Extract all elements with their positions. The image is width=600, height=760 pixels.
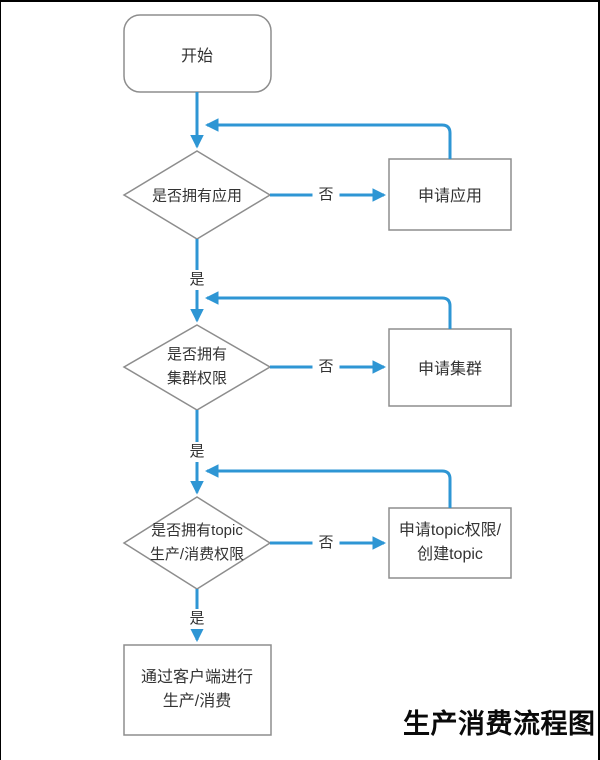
process2-label: 申请集群 [417, 361, 483, 378]
diagram-title: 生产消费流程图 [403, 709, 596, 739]
terminal-label: 通过客户端进行 生产/消费 [141, 666, 253, 714]
edge-label-yes-1: 是 [183, 270, 211, 290]
decision2-label: 是否拥有 集群权限 [167, 343, 227, 391]
terminal-shape [123, 644, 272, 736]
edge-process2-return [204, 291, 452, 329]
process1-label: 申请应用 [417, 188, 483, 205]
process3-label-line1: 申请topic权限/ [398, 522, 502, 539]
edge-process1-return [204, 118, 452, 159]
decision3-label-line2: 生产/消费权限 [149, 546, 245, 563]
decision1-label: 是否拥有应用 [151, 187, 243, 205]
process1-shape [388, 158, 512, 231]
decision2-label-line1: 是否拥有 [166, 346, 228, 363]
start-node-label: 开始 [180, 48, 214, 65]
process3-label-line2: 创建topic [417, 546, 483, 563]
edge-label-no-1: 否 [312, 185, 340, 205]
edge-label-no-2: 否 [312, 357, 340, 377]
decision3-label-line1: 是否拥有topic [151, 522, 243, 539]
process2-shape [388, 328, 512, 407]
edge-process3-return [204, 464, 452, 508]
edge-label-yes-3: 是 [183, 609, 211, 629]
edge-label-yes-2: 是 [183, 442, 211, 462]
decision3-label: 是否拥有topic 生产/消费权限 [150, 519, 244, 567]
terminal-label-line1: 通过客户端进行 [140, 669, 254, 686]
terminal-label-line2: 生产/消费 [162, 693, 232, 710]
edge-label-no-3: 否 [312, 533, 340, 553]
process3-label: 申请topic权限/ 创建topic [399, 519, 501, 567]
decision2-label-line2: 集群权限 [166, 370, 228, 387]
